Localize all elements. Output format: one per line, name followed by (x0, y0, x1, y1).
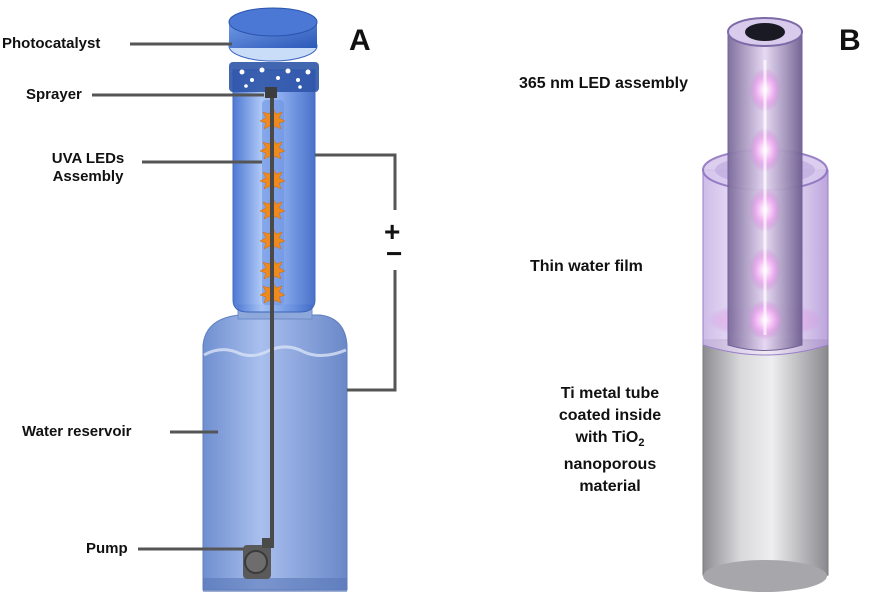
ti-tube-bottom (703, 560, 827, 592)
power-wire (315, 153, 397, 392)
sprayer-zone (229, 62, 319, 92)
panel-b-letter: B (839, 24, 861, 57)
cap-top (228, 7, 318, 37)
ti-tube-label-line2: coated inside (558, 407, 662, 424)
plus-sign: + (384, 216, 401, 247)
minus-sign: − (386, 238, 403, 269)
sprayer-label: Sprayer (26, 86, 82, 103)
ti-metal-tube (702, 339, 829, 586)
ti-tube-label-line3-text: with TiO (575, 429, 639, 446)
uva-leds-label-line2: Assembly (52, 168, 124, 185)
panel-b-diagram (702, 17, 829, 592)
water-reservoir-vessel (202, 314, 348, 591)
water-reservoir-label: Water reservoir (22, 423, 132, 440)
photocatalyst-label: Photocatalyst (2, 35, 101, 52)
ti-tube-label-line3: with TiO2 (545, 427, 675, 454)
reservoir-bottom (203, 578, 347, 592)
pump-label: Pump (86, 540, 128, 557)
pump-icon (243, 538, 274, 579)
panel-a-letter: A (349, 24, 371, 57)
water-film-label: Thin water film (530, 258, 643, 275)
uva-leds-label-line1: UVA LEDs (51, 150, 125, 167)
led-tube-bore (745, 23, 785, 41)
ti-tube-label-line4: nanoporous (563, 456, 657, 474)
uva-leds-label: UVA LEDs Assembly (38, 150, 138, 186)
led-assembly-label: 365 nm LED assembly (519, 75, 688, 92)
tio2-subscript: 2 (638, 437, 645, 450)
sprayer-head (265, 87, 277, 98)
ti-tube-label-line1: Ti metal tube (560, 385, 660, 402)
spray-droplets (239, 67, 311, 89)
leader-lines-a (92, 42, 264, 551)
ti-tube-label: Ti metal tube coated inside with TiO2 na… (545, 383, 675, 498)
panel-a-diagram (92, 7, 397, 592)
ti-tube-label-line5: material (579, 478, 641, 496)
